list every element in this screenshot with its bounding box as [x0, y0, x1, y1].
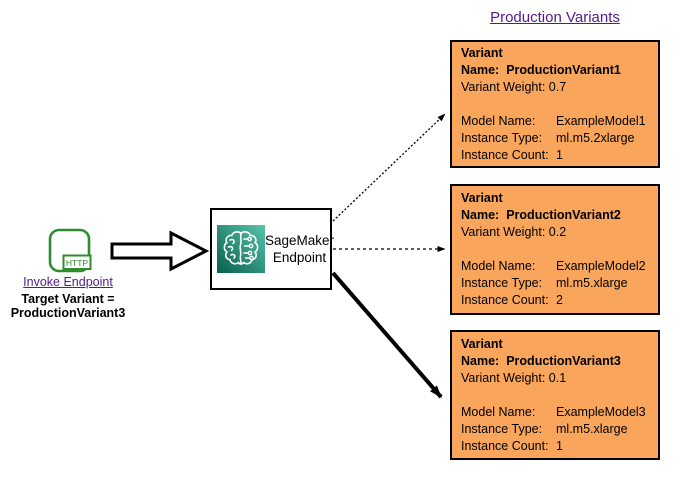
svg-text:HTTP: HTTP: [66, 258, 89, 268]
spec-value: ExampleModel1: [556, 113, 646, 128]
spec-row: Model Name: ExampleModel2: [461, 258, 652, 275]
variant-name-label: Variant Name:: [461, 191, 503, 222]
arrow-to-variant3: [331, 271, 443, 399]
variant-weight-line: Variant Weight: 0.1: [461, 370, 652, 387]
spec-row: Instance Count: 1: [461, 438, 652, 455]
spec-row: Instance Count: 2: [461, 292, 652, 309]
variant-card-2: Variant Name:ProductionVariant2 Variant …: [450, 184, 660, 315]
spec-label: Instance Count:: [461, 438, 549, 453]
spec-value: ml.m5.2xlarge: [556, 130, 635, 145]
variant-name-value: ProductionVariant3: [506, 353, 621, 368]
spec-row: Instance Type: ml.m5.2xlarge: [461, 130, 652, 147]
spec-value: ml.m5.xlarge: [556, 421, 628, 436]
target-variant-line2: ProductionVariant3: [10, 305, 126, 320]
spec-label: Instance Type:: [461, 421, 543, 436]
spec-row: Instance Type: ml.m5.xlarge: [461, 421, 652, 438]
http-icon: HTTP: [48, 228, 92, 273]
variant-weight-value: 0.1: [548, 370, 567, 385]
variant-name-line: Variant Name:ProductionVariant2: [461, 190, 652, 224]
spec-value: 1: [556, 147, 563, 162]
spec-label: Model Name:: [461, 113, 536, 128]
spec-value: ExampleModel3: [556, 404, 646, 419]
variant-weight-label: Variant Weight:: [461, 370, 546, 385]
variant-weight-line: Variant Weight: 0.2: [461, 224, 652, 241]
variant-name-label: Variant Name:: [461, 45, 503, 77]
arrow-to-variant1: [332, 113, 446, 222]
spec-label: Instance Type:: [461, 130, 543, 145]
target-variant-line1: Target Variant =: [21, 292, 115, 306]
variant-card-3: Variant Name:ProductionVariant3 Variant …: [450, 330, 660, 460]
variant-name-line: Variant Name:ProductionVariant1: [461, 45, 652, 79]
spec-label: Instance Count:: [461, 293, 549, 307]
variant-card-1: Variant Name:ProductionVariant1 Variant …: [450, 40, 660, 168]
target-variant-note: Target Variant = ProductionVariant3: [0, 292, 136, 320]
spec-value: 1: [556, 438, 563, 453]
variant-weight-line: Variant Weight: 0.7: [461, 79, 652, 96]
spec-label: Model Name:: [461, 404, 536, 419]
sagemaker-label-line2: Endpoint: [272, 250, 327, 265]
spec-label: Instance Type:: [461, 276, 543, 290]
variant-weight-value: 0.2: [548, 225, 567, 239]
sagemaker-icon: [217, 225, 265, 273]
invoke-arrow: [110, 230, 210, 272]
variant-weight-value: 0.7: [548, 79, 567, 94]
spec-value: ml.m5.xlarge: [556, 276, 628, 290]
sagemaker-endpoint-label: SageMaker Endpoint: [265, 232, 334, 266]
variant-weight-label: Variant Weight:: [461, 225, 546, 239]
variant-name-line: Variant Name:ProductionVariant3: [461, 336, 652, 370]
spec-row: Model Name: ExampleModel1: [461, 113, 652, 130]
sagemaker-label-line1: SageMaker: [265, 233, 335, 248]
spec-label: Model Name:: [461, 259, 536, 273]
spec-row: Instance Count: 1: [461, 147, 652, 164]
variant-weight-label: Variant Weight:: [461, 79, 546, 94]
spec-row: Model Name: ExampleModel3: [461, 404, 652, 421]
sagemaker-endpoint-box: SageMaker Endpoint: [210, 208, 334, 290]
spec-value: ExampleModel2: [556, 259, 646, 273]
spec-label: Instance Count:: [461, 147, 549, 162]
spec-value: 2: [556, 293, 563, 307]
variant-name-value: ProductionVariant2: [506, 208, 621, 222]
variant-name-label: Variant Name:: [461, 336, 503, 368]
invoke-endpoint-link[interactable]: Invoke Endpoint: [23, 275, 113, 289]
spec-row: Instance Type: ml.m5.xlarge: [461, 275, 652, 292]
variant-name-value: ProductionVariant1: [506, 62, 621, 77]
production-variants-link[interactable]: Production Variants: [490, 9, 620, 26]
